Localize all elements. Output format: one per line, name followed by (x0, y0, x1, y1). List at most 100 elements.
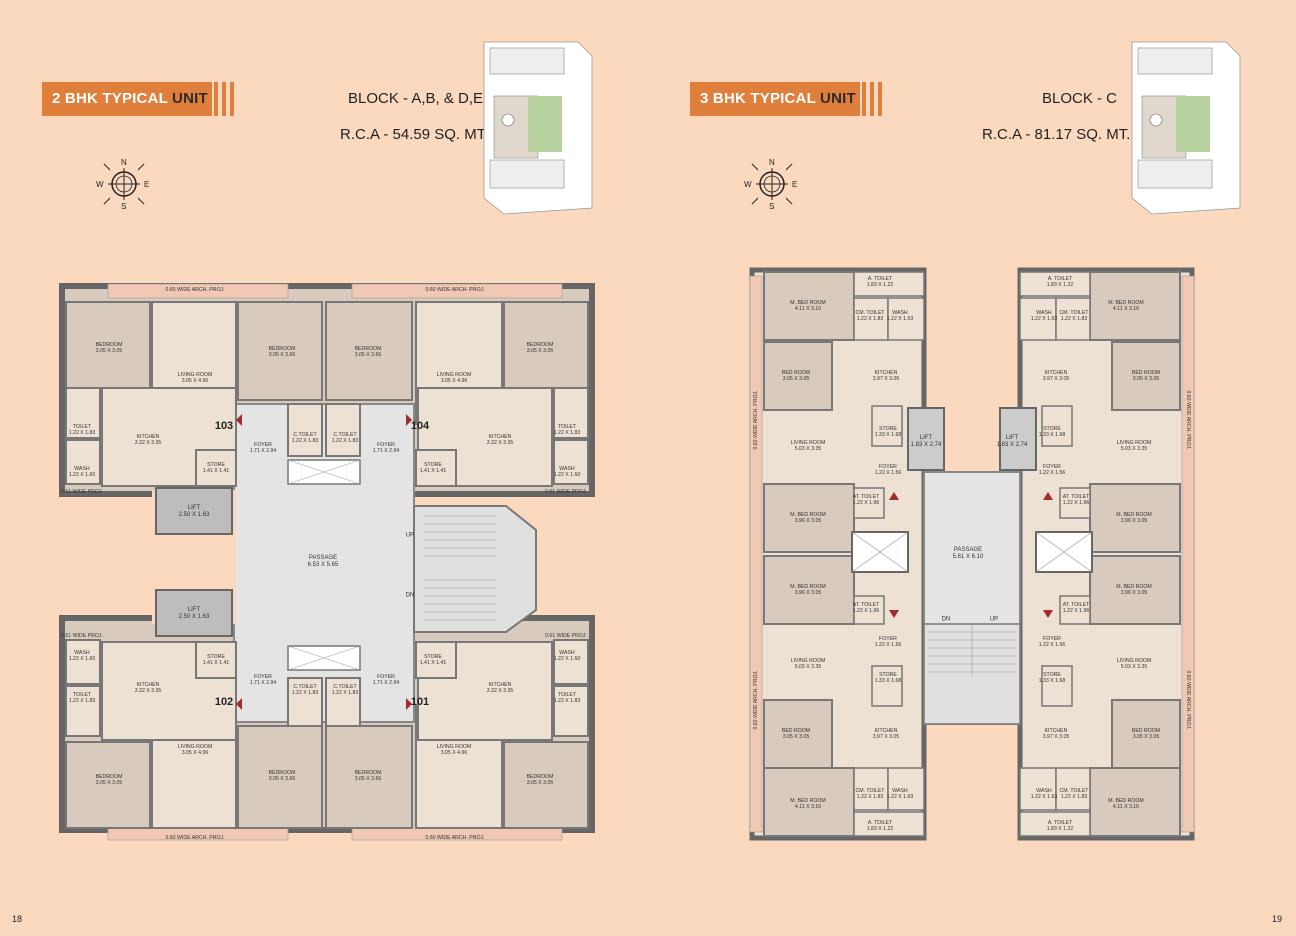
unit-number: 102 (214, 696, 234, 708)
stair-up: UP (405, 532, 415, 539)
compass-icon: N S E W (744, 156, 800, 212)
page-number: 18 (12, 914, 23, 924)
proj-label: 0.61 WIDE PROJ. (61, 632, 103, 639)
arch-proj-label: 0.60 WIDE ARCH. PROJ. (752, 670, 759, 730)
arch-proj-label: 0.60 WIDE ARCH. PROJ. (425, 834, 485, 841)
stair-down: DN (405, 592, 415, 599)
compass-n: N (121, 158, 127, 167)
compass-s: S (769, 202, 775, 211)
badge-text: 2 BHK TYPICAL (52, 90, 173, 107)
badge-accent-text: UNIT (820, 90, 856, 107)
right-page: 3 BHK TYPICAL UNIT BLOCK - C R.C.A - 81.… (648, 0, 1296, 936)
page-number: 19 (1271, 914, 1282, 924)
left-page: 2 BHK TYPICAL UNIT BLOCK - A,B, & D,E R.… (12, 38, 595, 924)
proj-label: 0.61 WIDE PROJ. (61, 488, 103, 495)
badge-text: 3 BHK TYPICAL (700, 90, 821, 107)
unit-type-badge: 2 BHK TYPICAL UNIT (42, 82, 212, 116)
block-title: BLOCK - C (1042, 90, 1118, 107)
arch-proj-label: 0.60 WIDE ARCH. PROJ. (1185, 390, 1192, 450)
unit-type-badge: 3 BHK TYPICAL UNIT (690, 82, 860, 116)
compass-n: N (769, 158, 775, 167)
floor-plan-3bhk (749, 267, 1195, 841)
compass-icon: N S E W (96, 156, 152, 212)
compass-e: E (792, 180, 798, 189)
compass-s: S (121, 202, 127, 211)
floor-plan-2bhk (59, 283, 595, 841)
unit-number: 103 (214, 420, 234, 432)
arch-proj-label: 0.60 WIDE ARCH. PROJ. (1185, 670, 1192, 730)
unit-number: 101 (410, 696, 430, 708)
badge-stripes (214, 82, 238, 116)
arch-proj-label: 0.60 WIDE ARCH. PROJ. (165, 286, 225, 293)
compass-w: W (744, 180, 752, 189)
stair-down: DN (941, 616, 951, 623)
key-plan (480, 38, 594, 216)
